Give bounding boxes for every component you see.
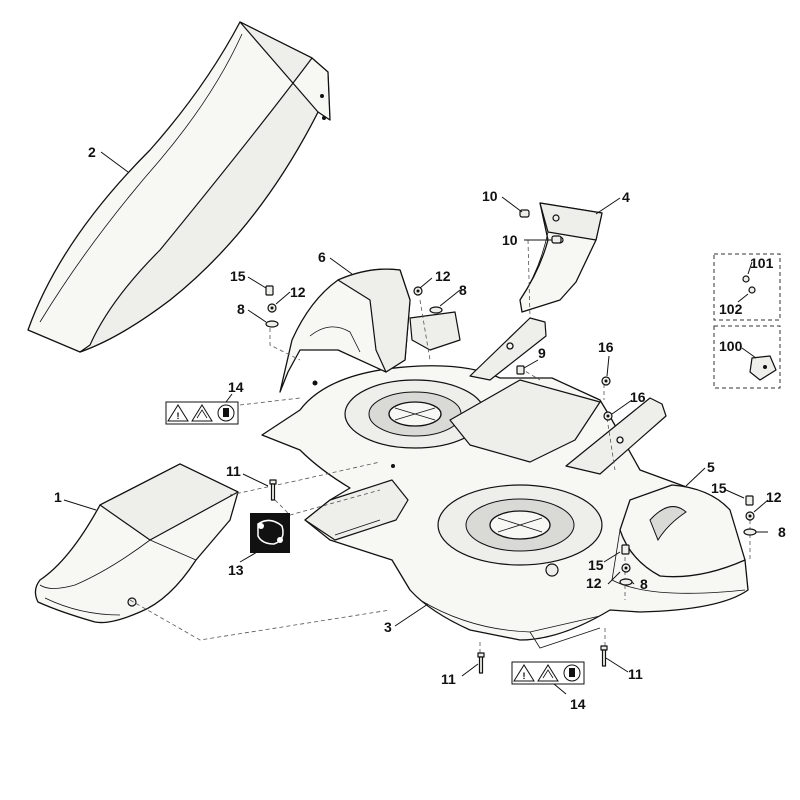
label-part-8-c: 8 <box>778 524 786 540</box>
fastener-9[interactable] <box>516 365 525 375</box>
label-part-8-b: 8 <box>459 282 467 298</box>
part-13-belt-decal[interactable] <box>250 513 290 553</box>
part-14-warning-decal-left[interactable]: ! <box>165 401 239 425</box>
accessory-box-101-102 <box>713 253 781 321</box>
fastener-12-left[interactable] <box>267 303 277 313</box>
label-part-15-b: 15 <box>711 480 727 496</box>
leader-lines <box>63 151 769 695</box>
label-part-16-b: 16 <box>630 389 646 405</box>
label-part-8-a: 8 <box>237 301 245 317</box>
label-part-11-b: 11 <box>441 671 456 687</box>
label-part-4: 4 <box>622 189 630 205</box>
label-part-11-a: 11 <box>226 463 241 479</box>
label-part-16-a: 16 <box>598 339 614 355</box>
fastener-12-mid[interactable] <box>621 563 631 573</box>
label-part-11-c: 11 <box>628 666 643 682</box>
label-part-102: 102 <box>719 301 743 317</box>
label-part-101: 101 <box>750 255 774 271</box>
label-part-14-b: 14 <box>570 696 586 712</box>
svg-text:!: ! <box>523 671 526 681</box>
hand-hazard-icon <box>191 404 213 422</box>
belt-routing-icon <box>257 519 284 545</box>
fastener-10-b[interactable] <box>551 235 562 244</box>
label-part-1: 1 <box>54 489 62 505</box>
label-part-13: 13 <box>228 562 244 578</box>
fastener-8-left[interactable] <box>265 320 279 328</box>
fastener-8-mid[interactable] <box>619 578 633 586</box>
warning-triangle-icon: ! <box>167 404 189 422</box>
label-part-5: 5 <box>707 459 715 475</box>
fastener-15-mid[interactable] <box>621 544 630 555</box>
fastener-16-b[interactable] <box>603 411 613 421</box>
label-part-12-d: 12 <box>586 575 602 591</box>
part-5-discharge-cover[interactable] <box>611 484 746 594</box>
mounting-arm-right <box>565 397 667 475</box>
part-4-chute-bracket[interactable] <box>519 202 603 313</box>
fastener-8-right[interactable] <box>743 528 757 536</box>
bolt-11-bottom-right[interactable] <box>600 645 608 667</box>
label-part-15-a: 15 <box>230 268 246 284</box>
fastener-12-right[interactable] <box>745 511 755 521</box>
label-part-14-a: 14 <box>228 379 244 395</box>
warning-triangle-icon: ! <box>513 664 535 682</box>
label-part-15-c: 15 <box>588 557 604 573</box>
fastener-12-top[interactable] <box>413 286 423 296</box>
read-manual-icon <box>217 404 235 422</box>
label-part-12-a: 12 <box>290 284 306 300</box>
label-part-2: 2 <box>88 144 96 160</box>
label-part-6: 6 <box>318 249 326 265</box>
part-2-discharge-chute[interactable] <box>27 21 331 353</box>
hand-hazard-icon <box>537 664 559 682</box>
label-part-100: 100 <box>719 338 743 354</box>
fastener-10-a[interactable] <box>519 209 530 218</box>
fastener-8-top[interactable] <box>429 306 443 314</box>
bolt-11-bottom-left[interactable] <box>477 652 485 674</box>
label-part-8-d: 8 <box>640 576 648 592</box>
fastener-15-left[interactable] <box>265 285 274 296</box>
fastener-15-right[interactable] <box>745 495 754 506</box>
label-part-10-b: 10 <box>502 232 518 248</box>
read-manual-icon <box>563 664 581 682</box>
part-14-warning-decal-bottom[interactable]: ! <box>511 661 585 685</box>
accessory-box-100 <box>713 325 781 389</box>
part-1-mulch-chute[interactable] <box>34 463 239 624</box>
label-part-3: 3 <box>384 619 392 635</box>
bolt-11-left[interactable] <box>269 479 277 501</box>
svg-text:!: ! <box>177 411 180 421</box>
mounting-arm-left <box>469 317 547 381</box>
label-part-12-b: 12 <box>435 268 451 284</box>
label-part-12-c: 12 <box>766 489 782 505</box>
label-part-9: 9 <box>538 345 546 361</box>
fastener-16-a[interactable] <box>601 376 611 386</box>
part-6-belt-cover[interactable] <box>279 268 461 393</box>
label-part-10-a: 10 <box>482 188 498 204</box>
